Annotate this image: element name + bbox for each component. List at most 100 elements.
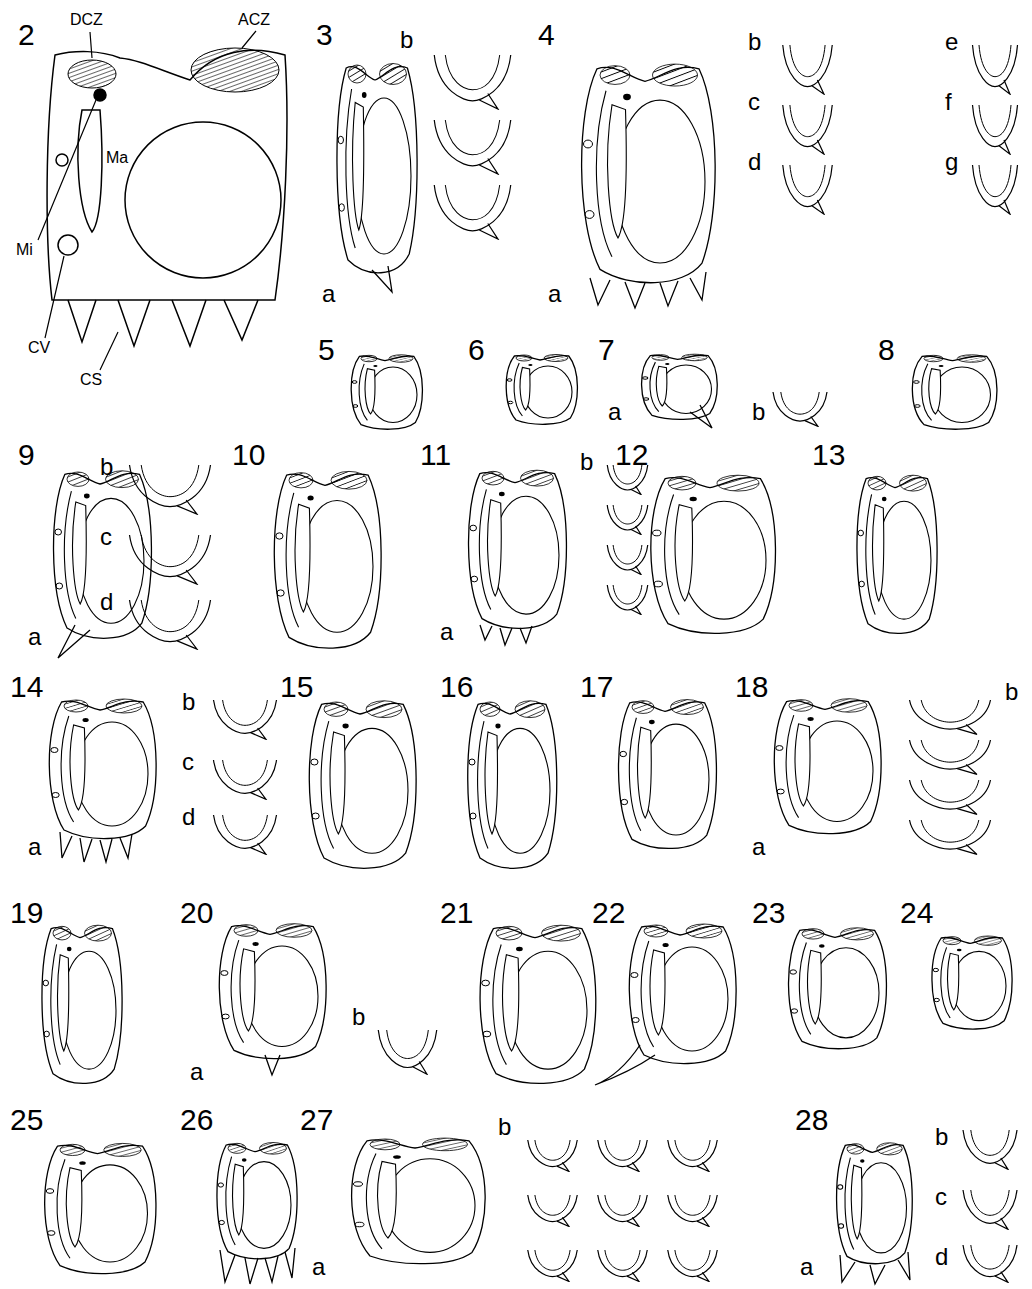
detail-figure bbox=[973, 105, 1018, 154]
panel-letter: a bbox=[548, 282, 561, 306]
cell-figure bbox=[351, 355, 422, 429]
cell-figure bbox=[352, 1138, 486, 1264]
panel-letter: b bbox=[1005, 680, 1018, 704]
detail-figure bbox=[783, 105, 833, 154]
figure-number: 23 bbox=[752, 898, 785, 928]
cell-figure bbox=[217, 1143, 297, 1259]
cell-figure bbox=[219, 924, 326, 1059]
panel-letter: b bbox=[400, 28, 413, 52]
panel-letter: b bbox=[100, 455, 113, 479]
detail-figure bbox=[598, 1250, 648, 1281]
panel-letter: b bbox=[182, 690, 195, 714]
detail-figure bbox=[130, 465, 211, 514]
panel-letter: a bbox=[312, 1255, 325, 1279]
detail-figure bbox=[434, 185, 511, 239]
figure-number: 26 bbox=[180, 1105, 213, 1135]
detail-figure bbox=[963, 1245, 1017, 1282]
detail-figure bbox=[773, 392, 827, 426]
panel-letter: a bbox=[190, 1060, 203, 1084]
cell-figure bbox=[274, 471, 381, 648]
figure-number: 10 bbox=[232, 440, 265, 470]
figure-number: 3 bbox=[316, 20, 333, 50]
panel-letter: e bbox=[945, 30, 958, 54]
panel-letter: a bbox=[608, 400, 621, 424]
cell-figure bbox=[506, 355, 577, 425]
part-label: CV bbox=[28, 340, 50, 356]
detail-figure bbox=[214, 700, 277, 739]
panel-letter: b bbox=[748, 30, 761, 54]
detail-figure bbox=[214, 760, 277, 799]
cell-figure bbox=[857, 475, 937, 633]
cell-figure bbox=[651, 475, 776, 633]
panel-letter: f bbox=[945, 90, 952, 114]
detail-figure bbox=[528, 1195, 578, 1226]
figure-number: 9 bbox=[18, 440, 35, 470]
detail-figure bbox=[910, 780, 991, 814]
panel-letter: a bbox=[322, 282, 335, 306]
cell-figure bbox=[619, 700, 717, 849]
detail-figure bbox=[130, 535, 211, 584]
figure-number: 5 bbox=[318, 335, 335, 365]
panel-letter: c bbox=[935, 1185, 947, 1209]
detail-figure bbox=[434, 120, 511, 174]
panel-letter: b bbox=[498, 1115, 511, 1139]
detail-figure bbox=[528, 1250, 578, 1281]
detail-figure bbox=[528, 1140, 578, 1171]
cell-figure bbox=[642, 354, 718, 419]
figure-number: 12 bbox=[615, 440, 648, 470]
panel-letter: a bbox=[28, 835, 41, 859]
figure-number: 7 bbox=[598, 335, 615, 365]
detail-figure bbox=[910, 740, 991, 774]
figure-number: 16 bbox=[440, 672, 473, 702]
caudal-spines bbox=[58, 266, 910, 1284]
detail-figure bbox=[910, 820, 991, 854]
figure-number: 6 bbox=[468, 335, 485, 365]
figure-number: 2 bbox=[18, 20, 35, 50]
panel-letter: c bbox=[748, 90, 760, 114]
detail-figure bbox=[910, 700, 991, 734]
cell-figure bbox=[629, 924, 736, 1064]
detail-figure bbox=[607, 505, 648, 535]
panel-letter: a bbox=[440, 620, 453, 644]
cell-figure bbox=[309, 701, 416, 868]
panel-letter: a bbox=[752, 835, 765, 859]
part-label: Mi bbox=[16, 242, 33, 258]
detail-figure bbox=[607, 585, 648, 615]
cell-figure bbox=[42, 925, 122, 1083]
figure-number: 25 bbox=[10, 1105, 43, 1135]
panel-letter: b bbox=[752, 400, 765, 424]
detail-figure bbox=[973, 45, 1018, 94]
detail-figure bbox=[598, 1195, 648, 1226]
cell-figure bbox=[469, 470, 567, 628]
cell-figure bbox=[45, 1143, 156, 1273]
panel-letter: a bbox=[28, 625, 41, 649]
cell-figure bbox=[337, 64, 417, 273]
detail-figure bbox=[668, 1140, 718, 1171]
detail-figure bbox=[783, 45, 833, 94]
cell-figure bbox=[837, 1143, 913, 1264]
figure-number: 15 bbox=[280, 672, 313, 702]
cell-figures bbox=[42, 45, 1018, 1282]
panel-letter: c bbox=[182, 750, 194, 774]
detail-figure bbox=[214, 815, 277, 854]
panel-letter: d bbox=[182, 805, 195, 829]
cell-figure bbox=[932, 936, 1012, 1029]
cell-figure bbox=[54, 471, 152, 638]
detail-figure bbox=[607, 545, 648, 575]
cell-figure bbox=[49, 699, 156, 839]
cell-figure bbox=[774, 699, 881, 834]
part-label: DCZ bbox=[70, 12, 103, 28]
part-label: Ma bbox=[106, 150, 128, 166]
cell-figure bbox=[912, 355, 997, 429]
cell-figure bbox=[582, 64, 716, 283]
figure-number: 24 bbox=[900, 898, 933, 928]
figure-number: 13 bbox=[812, 440, 845, 470]
panel-letter: g bbox=[945, 150, 958, 174]
panel-letter: c bbox=[100, 525, 112, 549]
panel-letter: a bbox=[800, 1255, 813, 1279]
figure-number: 4 bbox=[538, 20, 555, 50]
figure-number: 11 bbox=[420, 440, 451, 470]
figure-number: 21 bbox=[440, 898, 473, 928]
